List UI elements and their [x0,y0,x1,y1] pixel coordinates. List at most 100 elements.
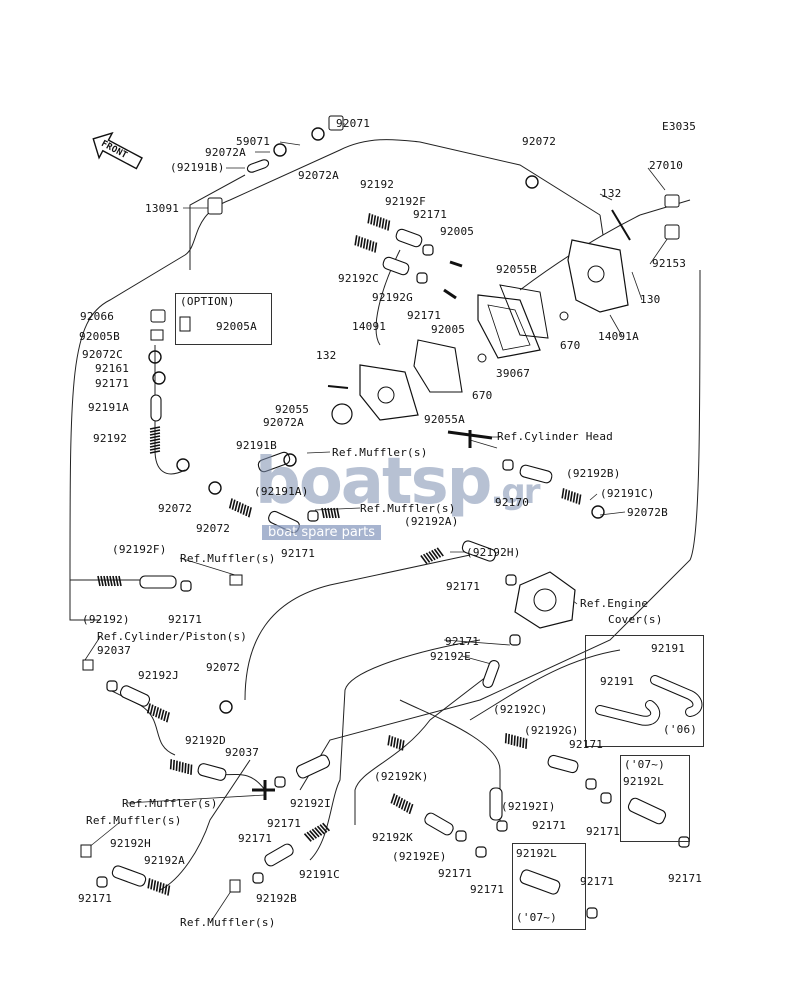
part-label-l61: 92072 [206,661,241,674]
part-label-l10: 92005 [440,225,475,238]
spring-92192a-low [147,878,171,896]
part-label-l34: 132 [316,349,337,362]
part-label-l12: 92192G [372,291,413,304]
part-label-l51: (92192F) [112,543,167,556]
clip-ring-6 [591,505,605,519]
elbow-hose-06-b [651,676,702,716]
watermark-brand: boatsp [255,445,492,519]
tube-92192b-right [519,464,553,484]
part-label-l45: 92171 [281,547,316,560]
watermark-tagline: boat spare parts [262,525,382,540]
clamp-92171-3 [307,510,319,522]
clamp-92171-6 [106,680,118,692]
engine-cover-part [514,571,576,629]
part-label-l54: (92192) [82,613,130,626]
part-label-l76: Ref.Muffler(s) [86,814,182,827]
routing-line-12 [469,649,621,721]
part-label-l17: E3035 [662,120,697,133]
tube-92192d [197,763,227,781]
clamp-92171-2 [180,580,192,592]
leader-line-9 [609,314,623,337]
part-label-l16: 92072 [522,135,557,148]
routing-line-11 [399,699,501,830]
year-06-box [585,635,704,747]
part-label-l32: 92192 [93,432,128,445]
part-label-l83: 92171 [238,832,273,845]
year-07-right-box [620,755,690,842]
spring-92191a [228,498,252,518]
part-label-l63: 92192E [430,650,471,663]
cover-plate-port [587,265,605,283]
part-label-l39: Ref.Muffler(s) [332,446,428,459]
spring-92192-low [97,575,122,587]
part-label-l33: 14091 [352,320,387,333]
leader-line-1 [279,141,301,146]
part-label-l38: 92191B [236,439,277,452]
part-label-l52: Ref.Muffler(s) [180,552,276,565]
option-box [175,293,272,345]
part-label-l90: Ref.Muffler(s) [180,916,276,929]
part-label-l26: 92066 [80,310,115,323]
part-label-l46: (92192A) [404,515,459,528]
tee-fitting-muffler [252,780,275,800]
tube-92192f-low [139,575,177,589]
clamp-92171-4 [505,574,517,586]
plug-13091 [207,197,223,215]
tube-92191a [150,394,162,422]
clamp-92171-11 [96,876,108,888]
clamp-92171-16 [585,778,597,790]
part-label-l72: 92171 [267,817,302,830]
watermark-tld: .gr [490,472,540,512]
part-label-l08: 92192F [385,195,426,208]
spring-92192k-b [390,793,414,815]
clamp-92171-8 [496,820,508,832]
part-label-l28: 92072C [82,348,123,361]
part-label-l62: 92171 [445,635,480,648]
tube-92192h-right [461,540,497,562]
clamp-92171-5 [509,634,521,646]
part-label-l41: (92191A) [254,485,309,498]
o-ring-92055 [331,403,353,425]
part-label-l48: 92170 [495,496,530,509]
part-label-l47: (92192B) [566,467,621,480]
routing-line-8 [309,639,481,861]
part-label-l75: 92171 [532,819,567,832]
fitting-92005-lower [443,288,457,300]
clip-ring-2 [525,175,539,189]
spring-92192j [146,703,170,723]
fitting-92153 [664,224,680,240]
clip-ring-4 [208,481,222,495]
part-label-l24: 39067 [496,367,531,380]
cover-plate-14091a [567,239,629,313]
part-label-l20: 92153 [652,257,687,270]
part-label-l30: 92171 [95,377,130,390]
part-label-l03: 92072A [205,146,246,159]
part-label-l43: 92072 [196,522,231,535]
part-label-l70: Ref.Muffler(s) [122,797,218,810]
part-label-l86: 92171 [470,883,505,896]
part-label-l13: 92171 [407,309,442,322]
part-label-l77: 92192H [110,837,151,850]
year-07-bottom-part: 92192L [516,847,557,860]
year-07-bottom-label: ('07~) [516,911,557,924]
part-label-l15: 92055B [496,263,537,276]
clamp-92171-9 [455,830,467,842]
routing-line-9 [354,669,496,825]
part-label-l81: (92192E) [392,850,447,863]
spring-92192c [354,235,378,253]
clamp-92171-1 [416,272,428,284]
spring-92192a-small [321,507,340,519]
spring-92191c [561,488,582,505]
part-label-l80: 92192K [372,831,413,844]
part-label-l85: 92171 [438,867,473,880]
clamp-92171-0 [422,244,434,256]
part-label-l01: 92071 [336,117,371,130]
clip-ring-1 [273,143,287,157]
valve-body-39067 [477,294,541,359]
part-label-l65: 92192D [185,734,226,747]
clip-ring-7 [219,700,233,714]
leader-line-5 [599,193,613,201]
part-label-l04: (92191B) [170,161,225,174]
part-label-l40: Ref.Cylinder Head [497,430,613,443]
part-label-l02: 59071 [236,135,271,148]
